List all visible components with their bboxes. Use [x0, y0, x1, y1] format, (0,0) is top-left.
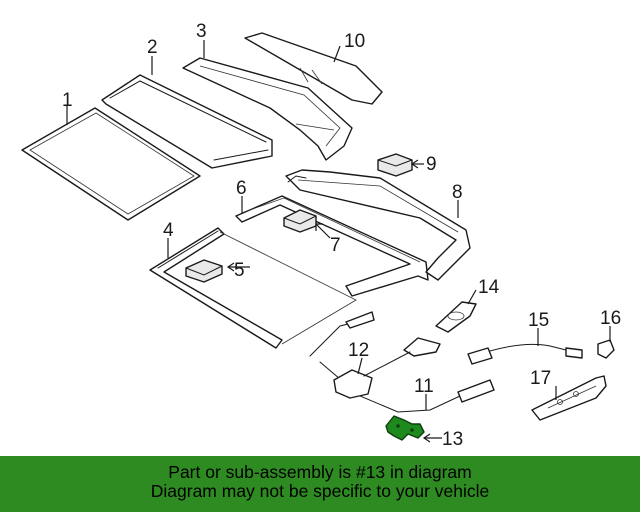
callout-2: 2 — [147, 37, 158, 58]
part-11-long-cable: 11 — [309, 311, 495, 413]
callout-8: 8 — [452, 182, 463, 203]
part-8-rear-frame: 8 — [285, 169, 471, 281]
part-13-highlighted: 13 — [385, 415, 463, 450]
callout-6: 6 — [236, 178, 247, 199]
part-3-window-frame: 3 — [182, 21, 353, 161]
part-4-headliner-frame: 4 — [149, 220, 357, 349]
banner-line-1: Part or sub-assembly is #13 in diagram — [168, 462, 472, 482]
parts-diagram: 1 2 3 10 4 5 — [21, 21, 621, 450]
part-12-linkage: 12 — [333, 337, 441, 399]
callout-4: 4 — [163, 220, 174, 241]
part-7-pad: 7 — [283, 209, 341, 256]
callout-17: 17 — [530, 368, 551, 389]
part-10-rear-glass: 10 — [244, 31, 383, 105]
part-info-banner: Part or sub-assembly is #13 in diagram D… — [0, 456, 640, 512]
callout-7: 7 — [330, 235, 341, 256]
callout-13: 13 — [442, 429, 463, 450]
banner-line-2: Diagram may not be specific to your vehi… — [150, 481, 490, 501]
callout-5: 5 — [234, 260, 245, 281]
callout-12: 12 — [348, 340, 369, 361]
callout-10: 10 — [344, 31, 365, 52]
part-16-clip: 16 — [597, 308, 621, 359]
part-2-front-panel: 2 — [101, 37, 273, 169]
part-15-cable: 15 — [467, 310, 583, 365]
callout-11: 11 — [414, 376, 434, 397]
part-14-latch-bracket: 14 — [435, 277, 500, 333]
part-5-pad: 5 — [185, 259, 250, 283]
part-9-pad: 9 — [377, 153, 437, 177]
part-1-headliner: 1 — [21, 90, 201, 221]
part-17-bracket-assembly: 17 — [530, 368, 607, 421]
part-6-bow-frame: 6 — [235, 178, 429, 297]
callout-16: 16 — [600, 308, 621, 329]
callout-14: 14 — [478, 277, 500, 298]
callout-9: 9 — [426, 154, 437, 175]
callout-3: 3 — [196, 21, 207, 42]
callout-1: 1 — [62, 90, 73, 111]
callout-15: 15 — [528, 310, 549, 331]
